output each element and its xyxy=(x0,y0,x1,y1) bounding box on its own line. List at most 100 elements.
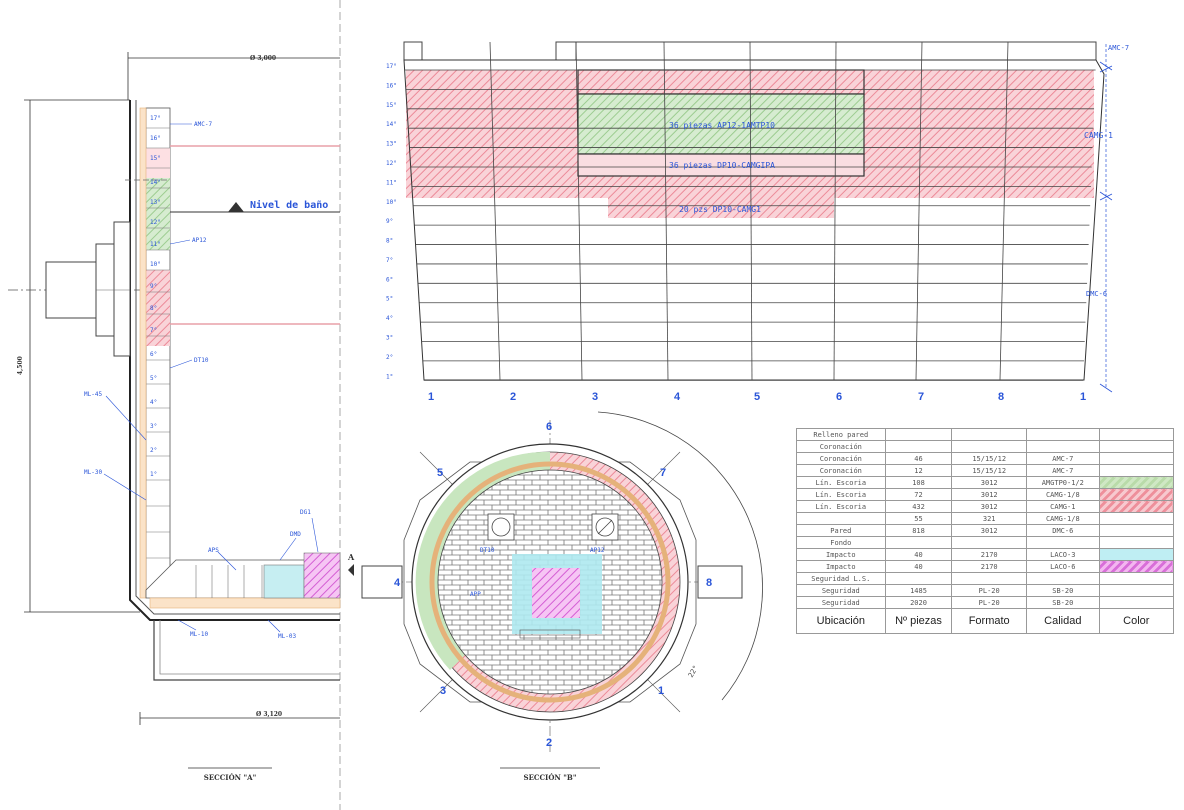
callout-amc7: AMC-7 xyxy=(194,121,212,128)
label-green-band: 36 piezas AP12-1AMTP10 xyxy=(669,121,775,130)
elevation-column-label: 1 xyxy=(1080,391,1086,403)
elevation-row-label: 4° xyxy=(386,315,393,322)
section-a: 17°16°15°14°13°12°11°10°9°8°7°6°5°4°3°2°… xyxy=(8,52,341,782)
table-cell xyxy=(1025,536,1100,549)
color-swatch-cell xyxy=(1098,488,1175,501)
table-cell: 55 xyxy=(884,512,953,525)
table-cell: CAMG-1/8 xyxy=(1025,512,1100,525)
elevation-row-label: 14° xyxy=(386,121,397,128)
table-cell: Coronación xyxy=(796,452,886,465)
callout-aps: APS xyxy=(208,547,219,554)
nivel-bano-label: Nivel de baño xyxy=(250,199,328,211)
table-cell: Coronación xyxy=(796,440,886,453)
elevation-row-label: 6° xyxy=(386,276,393,283)
table-cell: 432 xyxy=(884,500,953,513)
table-cell xyxy=(951,440,1027,453)
elevation-row-label: 9° xyxy=(386,218,393,225)
dim-bottom: Ø 3,120 xyxy=(256,711,282,718)
callout-ml03: ML-03 xyxy=(278,633,296,640)
elevation-row-label: 1° xyxy=(386,373,393,380)
table-cell: 46 xyxy=(884,452,953,465)
elevation-row-label: 5° xyxy=(386,296,393,303)
elevation-column-label: 1 xyxy=(428,391,434,403)
table-cell: 3012 xyxy=(951,488,1027,501)
table-cell xyxy=(951,572,1027,585)
table-cell: SB-20 xyxy=(1025,584,1100,597)
elevation-column-label: 4 xyxy=(674,391,681,403)
elevation-row-label: 7° xyxy=(386,257,393,264)
section-b-title: SECCIÓN "B" xyxy=(524,773,577,782)
table-cell: Seguridad L.S. xyxy=(796,572,886,585)
plan-angle-dim: 22° xyxy=(687,664,700,679)
label-red-band: 36 piezas DP10-CAMGIPA xyxy=(669,161,775,170)
color-swatch-cell xyxy=(1098,572,1175,585)
elevation-column-label: 2 xyxy=(510,391,516,403)
callout-ml10: ML-10 xyxy=(190,631,208,638)
table-cell xyxy=(1025,572,1100,585)
section-b: APP DT10 AP12 6 5 7 4 8 3 1 2 A 22° SECC… xyxy=(347,411,763,782)
color-swatch-cell xyxy=(1098,536,1175,549)
table-cell: Lín. Escoria xyxy=(796,488,886,501)
callout-dmd: DMD xyxy=(290,531,301,538)
elevation-row-label: 10° xyxy=(386,199,397,206)
table-cell xyxy=(884,572,953,585)
plan-num-6: 6 xyxy=(546,421,552,433)
table-cell: 2020 xyxy=(884,596,953,609)
section-a-course-label: 7° xyxy=(150,327,157,334)
table-row: Fondo xyxy=(796,536,1175,549)
dim-height: 4,500 xyxy=(17,356,24,375)
section-a-course-label: 16° xyxy=(150,135,161,142)
callout-dt10: DT10 xyxy=(194,357,209,364)
table-cell: 72 xyxy=(884,488,953,501)
elevation-column-label: 3 xyxy=(592,391,598,403)
table-cell xyxy=(1025,428,1100,441)
plan-label-ap12: AP12 xyxy=(590,547,605,554)
section-a-course-label: 1° xyxy=(150,471,157,478)
section-a-course-label: 6° xyxy=(150,351,157,358)
table-cell: AMC-7 xyxy=(1025,452,1100,465)
table-cell: Lín. Escoria xyxy=(796,476,886,489)
table-row: Coronación xyxy=(796,440,1175,453)
elevation-row-label: 12° xyxy=(386,160,397,167)
color-swatch-cell xyxy=(1098,428,1175,441)
label-small-band: 20 pzs DP10-CAMG1 xyxy=(679,205,761,214)
plan-num-5: 5 xyxy=(437,467,443,479)
table-cell: CAMG-1/8 xyxy=(1025,488,1100,501)
table-cell: Lín. Escoria xyxy=(796,500,886,513)
elevation-row-label: 15° xyxy=(386,102,397,109)
zone-amc7: AMC-7 xyxy=(1108,44,1129,52)
table-cell: AMGTP0-1/2 xyxy=(1025,476,1100,489)
color-swatch-cell xyxy=(1098,464,1175,477)
plan-label-dt10: DT10 xyxy=(480,547,495,554)
section-a-course-label: 15° xyxy=(150,155,161,162)
table-cell: 3012 xyxy=(951,500,1027,513)
table-cell: 15/15/12 xyxy=(951,452,1027,465)
callout-ml45: ML-45 xyxy=(84,391,102,398)
table-cell xyxy=(884,428,953,441)
table-header-cell: Nº piezas xyxy=(884,608,953,634)
elevation-column-label: 6 xyxy=(836,391,842,403)
table-cell: 321 xyxy=(951,512,1027,525)
section-a-course-label: 12° xyxy=(150,219,161,226)
table-cell: 15/15/12 xyxy=(951,464,1027,477)
dim-top: Ø 3,000 xyxy=(250,55,276,62)
section-a-course-labels: 17°16°15°14°13°12°11°10°9°8°7°6°5°4°3°2°… xyxy=(150,115,161,478)
table-cell: Fondo xyxy=(796,536,886,549)
table-cell xyxy=(951,536,1027,549)
table-cell: Coronación xyxy=(796,464,886,477)
elevation-row-label: 11° xyxy=(386,179,397,186)
table-cell xyxy=(1025,440,1100,453)
table-cell: LACO-6 xyxy=(1025,560,1100,573)
zone-camg1: CAMG-1 xyxy=(1084,131,1113,140)
table-cell: 818 xyxy=(884,524,953,537)
elevation-column-label: 8 xyxy=(998,391,1004,403)
table-cell: 2170 xyxy=(951,548,1027,561)
